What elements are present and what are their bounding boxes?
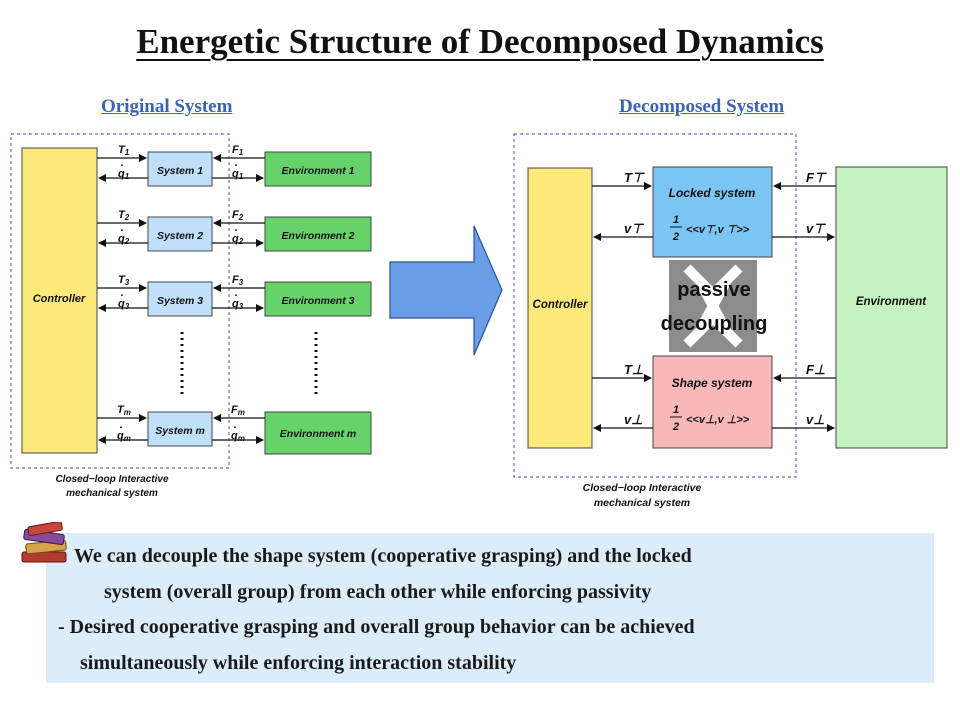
svg-text:·: · xyxy=(119,422,123,434)
locked-system-box xyxy=(652,166,773,258)
svg-text:F1: F1 xyxy=(232,144,244,157)
system-label-m: System m xyxy=(155,425,205,437)
environment-box-1 xyxy=(264,151,372,187)
decoupling-label: decoupling xyxy=(661,313,768,335)
svg-text:q3: q3 xyxy=(232,298,244,311)
svg-text:·: · xyxy=(120,225,124,237)
svg-text:2: 2 xyxy=(672,231,679,243)
svg-text:Tm: Tm xyxy=(117,404,131,417)
svg-text:q2: q2 xyxy=(118,233,130,246)
environment-box-2 xyxy=(264,216,372,252)
slide-title: Energetic Structure of Decomposed Dynami… xyxy=(136,22,824,61)
bullet-line-1: We can decouple the shape system (cooper… xyxy=(74,545,692,567)
system-box-2 xyxy=(147,216,213,252)
svg-text:q2: q2 xyxy=(232,233,244,246)
environment-box-m xyxy=(264,411,372,455)
bullet-line-2: system (overall group) from each other w… xyxy=(104,581,652,603)
bullet-line-3: - Desired cooperative grasping and overa… xyxy=(58,616,695,638)
svg-text:F3: F3 xyxy=(232,274,244,287)
torque-bottom-label: T⊥ xyxy=(624,362,643,377)
torque-top-label: T⊤ xyxy=(624,170,645,185)
svg-text:·: · xyxy=(234,290,238,302)
decomposed-system-heading: Decomposed System xyxy=(619,96,785,117)
summary-box xyxy=(46,533,934,683)
svg-text:qm: qm xyxy=(117,430,131,443)
right-closed-loop-boundary xyxy=(513,133,797,478)
svg-text:q1: q1 xyxy=(118,168,130,181)
right-environment-box xyxy=(835,166,948,449)
environment-box-3 xyxy=(264,281,372,317)
svg-text:·: · xyxy=(120,290,124,302)
system-label-3: System 3 xyxy=(157,295,203,307)
velocity-top-label: v⊤ xyxy=(624,221,644,236)
locked-system-label: Locked system xyxy=(669,186,756,200)
environment-label-3: Environment 3 xyxy=(282,295,355,307)
system-label-1: System 1 xyxy=(157,165,203,177)
passive-decoupling-symbol xyxy=(669,260,757,352)
env-velocity-bottom-label: v⊥ xyxy=(806,412,825,427)
svg-text:q1: q1 xyxy=(232,168,244,181)
svg-text:·: · xyxy=(120,160,124,172)
row-1: System 1 Environment 1 T1 q1 · F1 q1 · xyxy=(97,144,372,187)
system-box-m xyxy=(147,411,213,447)
env-velocity-top-label: v⊤ xyxy=(806,221,826,236)
row-m: System m Environment m Tm qm · Fm qm · xyxy=(97,404,372,455)
system-box-3 xyxy=(147,281,213,317)
force-top-label: F⊤ xyxy=(806,170,827,185)
bullet-line-4: simultaneously while enforcing interacti… xyxy=(80,652,517,674)
left-closed-loop-boundary xyxy=(10,133,230,469)
shape-energy-label: <<v⊥,v ⊥>> xyxy=(686,414,750,426)
row-2: System 2 Environment 2 T2 q2 · F2 q2 · xyxy=(97,209,372,252)
shape-system-label: Shape system xyxy=(672,376,753,390)
right-caption-line-2: mechanical system xyxy=(594,497,690,509)
svg-text:Fm: Fm xyxy=(231,404,245,417)
system-box-1 xyxy=(147,151,213,187)
passive-label: passive xyxy=(677,279,750,301)
left-controller-label: Controller xyxy=(33,293,86,305)
svg-text:1: 1 xyxy=(673,214,679,226)
force-bottom-label: F⊥ xyxy=(806,362,825,377)
decomposition-diagram: Controller System 1 Environment 1 T1 q1 … xyxy=(10,133,948,509)
transform-arrow xyxy=(389,225,503,356)
svg-text:q3: q3 xyxy=(118,298,130,311)
svg-text:T3: T3 xyxy=(118,274,130,287)
left-controller-box xyxy=(21,147,98,454)
system-label-2: System 2 xyxy=(157,230,203,242)
right-controller-label: Controller xyxy=(533,299,588,311)
svg-text:F2: F2 xyxy=(232,209,244,222)
svg-text:·: · xyxy=(233,422,237,434)
locked-energy-label: <<v⊤,v ⊤>> xyxy=(686,224,750,236)
right-caption-line-1: Closed−loop Interactive xyxy=(583,482,702,494)
svg-text:·: · xyxy=(234,160,238,172)
environment-label-m: Environment m xyxy=(280,428,356,440)
svg-text:2: 2 xyxy=(672,421,679,433)
svg-text:1: 1 xyxy=(673,404,679,416)
original-system-heading: Original System xyxy=(101,96,233,117)
svg-text:·: · xyxy=(234,225,238,237)
right-controller-box xyxy=(527,167,593,449)
svg-text:T1: T1 xyxy=(118,144,130,157)
shape-system-box xyxy=(652,355,773,449)
left-caption-line-1: Closed−loop Interactive xyxy=(55,474,169,485)
svg-text:qm: qm xyxy=(231,430,245,443)
row-3: System 3 Environment 3 T3 q3 · F3 q3 · xyxy=(97,274,372,317)
environment-label-2: Environment 2 xyxy=(282,230,355,242)
books-icon xyxy=(21,522,67,563)
svg-text:T2: T2 xyxy=(118,209,130,222)
right-environment-label: Environment xyxy=(856,296,927,308)
environment-label-1: Environment 1 xyxy=(282,165,355,177)
velocity-bottom-label: v⊥ xyxy=(624,412,643,427)
left-caption-line-2: mechanical system xyxy=(66,488,158,499)
